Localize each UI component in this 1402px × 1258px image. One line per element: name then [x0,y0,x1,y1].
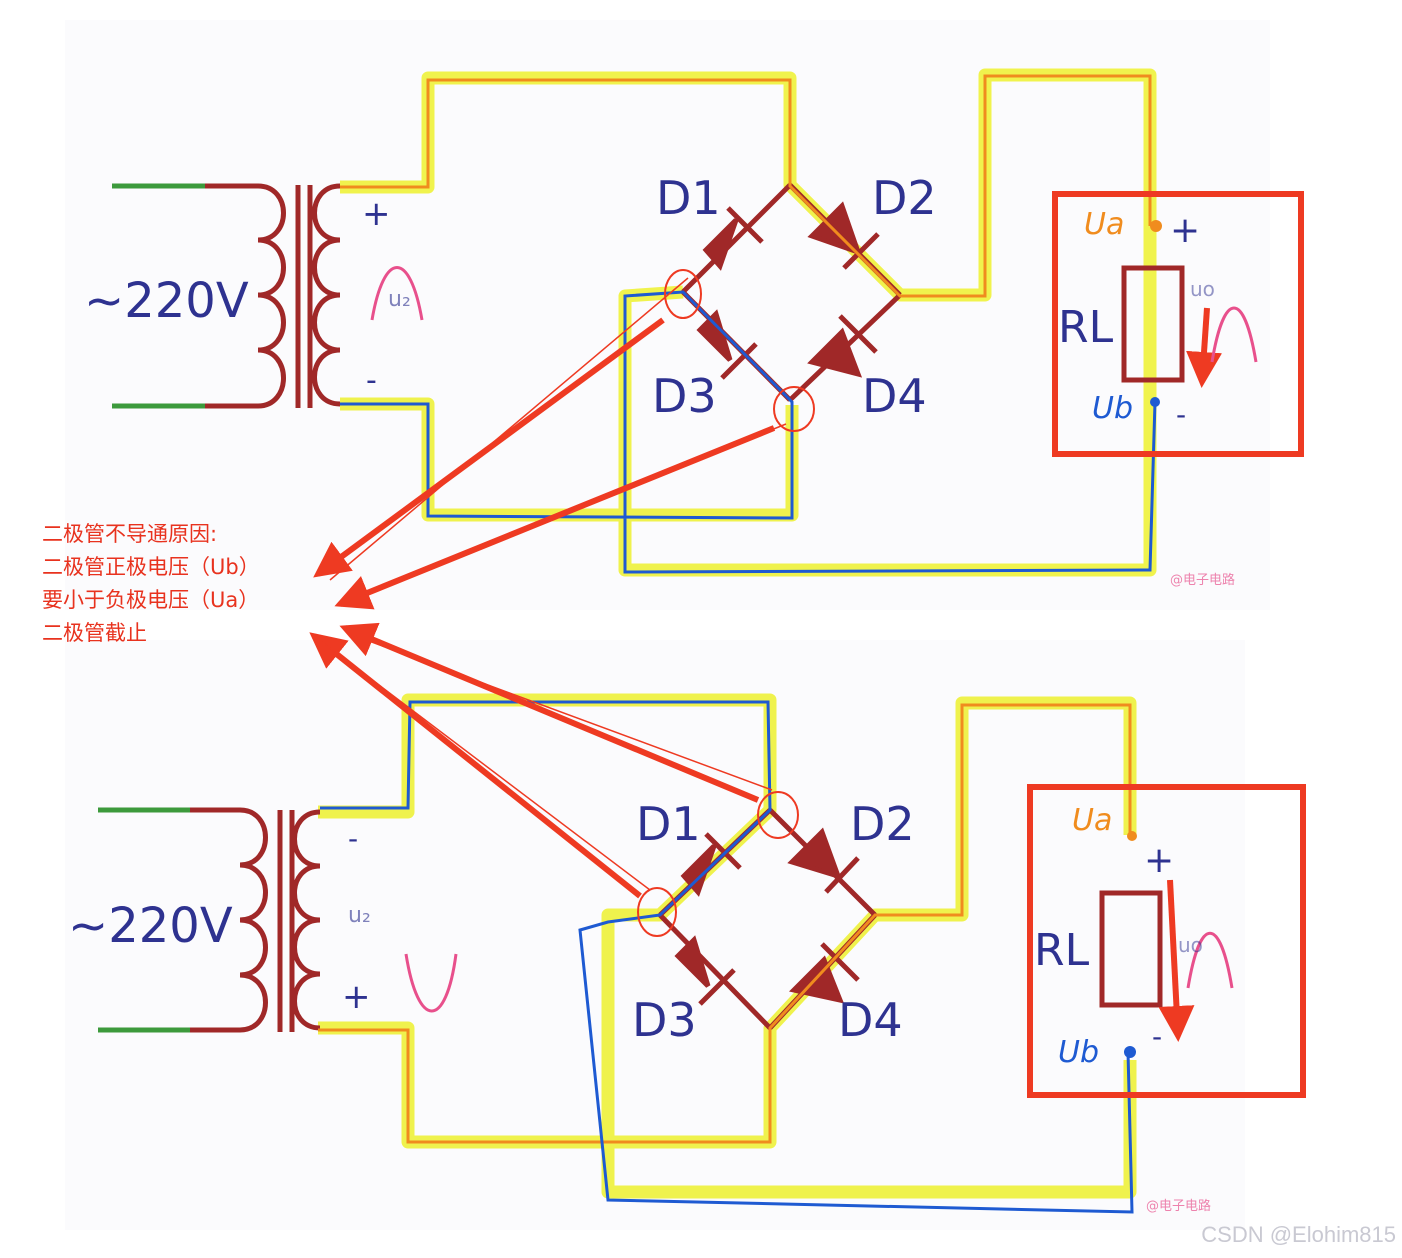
top-small-watermark: @电子电路 [1170,572,1235,588]
top-d1-d3-junction-circle [664,269,702,319]
thin-line-top-a [329,277,689,581]
top-load-minus: - [1176,398,1186,431]
annotation-line-4: 二极管截止 [42,621,147,645]
top-polarity-bottom: - [366,363,377,398]
top-diode-d4-symbol [807,314,878,378]
bottom-diode-d3-symbol [674,935,736,1006]
bottom-output-arrow [1158,879,1195,1042]
top-diode-d1-symbol [702,206,764,271]
bottom-load-highlight-box [1027,784,1306,1098]
bottom-diode-d2-label: D2 [850,797,915,851]
arrow-from-top-d1-d3 [313,317,665,578]
bottom-highlight-paths [318,693,1137,1199]
diode-cutoff-annotation: 二极管不导通原因: 二极管正极电压（Ub） 要小于负极电压（Ua） 二极管截止 [42,518,260,650]
top-load-label: RL [1058,302,1114,353]
arrow-from-bottom-d1-d2 [339,622,760,803]
bottom-node-b-dot [1124,1046,1136,1058]
arrow-from-bottom-d1-d3 [309,632,642,899]
bottom-source-label: ~220V [68,898,233,954]
annotation-line-1: 二极管不导通原因: [42,522,218,546]
top-u2-waveform [370,266,424,321]
top-node-a-label: Ua [1084,207,1124,242]
bottom-small-watermark: @电子电路 [1146,1198,1211,1214]
top-load-resistor [1121,265,1185,383]
top-mains-input [112,183,258,409]
top-d3-d4-junction-circle [773,386,815,432]
bottom-load-resistor [1099,890,1163,1008]
bottom-u2-waveform [404,953,458,1013]
bottom-d1-d2-junction-circle [757,791,799,839]
top-node-a-dot [1150,220,1162,232]
top-diode-d1-label: D1 [656,171,721,225]
top-node-b-dot [1150,397,1160,407]
bottom-load-minus: - [1152,1020,1162,1053]
top-load-highlight-box [1052,191,1304,457]
csdn-watermark: CSDN @Elohim815 [1201,1222,1396,1247]
top-uo-waveform [1210,306,1258,363]
annotation-line-3: 要小于负极电压（Ua） [42,588,260,612]
top-diode-d4-label: D4 [862,369,927,423]
bottom-output-label: uo [1178,933,1203,957]
top-polarity-top: + [362,194,391,234]
top-secondary-label: u₂ [388,287,411,312]
bottom-d1-d3-junction-circle [637,887,677,937]
thin-line-bottom-a [349,633,773,791]
bottom-node-a-label: Ua [1072,803,1112,838]
bottom-mains-input [98,807,240,1033]
top-diode-d3-symbol [696,309,758,380]
bottom-polarity-top: - [348,822,358,855]
top-current-paths [340,74,1157,574]
bottom-diode-d3-label: D3 [632,993,697,1047]
top-output-label: uo [1190,277,1215,301]
top-diode-d2-label: D2 [872,171,937,225]
bottom-node-b-label: Ub [1058,1035,1099,1070]
top-load-plus: + [1170,210,1200,251]
bottom-load-plus: + [1144,840,1174,881]
bottom-diode-d2-symbol [787,827,860,894]
bottom-secondary-label: u₂ [348,903,371,928]
thin-line-top-b [349,423,787,601]
top-highlight-paths [340,68,1157,577]
top-source-label: ~220V [84,273,249,329]
top-diode-d3-label: D3 [652,369,717,423]
bottom-diode-d4-label: D4 [838,993,903,1047]
annotation-arrows [309,277,787,899]
thin-line-bottom-b [321,641,651,891]
annotation-line-2: 二极管正极电压（Ub） [42,555,260,579]
top-output-arrow [1186,307,1222,388]
top-circuit: ~220V + - u₂ D1 D2 D3 D4 RL Ua Ub + - uo… [84,68,1304,588]
bottom-polarity-bottom: + [342,977,371,1017]
bottom-circuit: ~220V - + u₂ D1 D2 D3 D4 RL Ua Ub + - uo… [68,693,1306,1214]
top-node-b-label: Ub [1092,391,1133,426]
bottom-uo-waveform [1186,932,1234,989]
top-transformer [257,183,341,409]
bottom-transformer [239,807,321,1033]
bottom-load-label: RL [1034,925,1090,976]
bottom-diode-d1-label: D1 [636,797,701,851]
bottom-node-a-dot [1127,831,1137,841]
bottom-current-paths [318,700,1134,1214]
